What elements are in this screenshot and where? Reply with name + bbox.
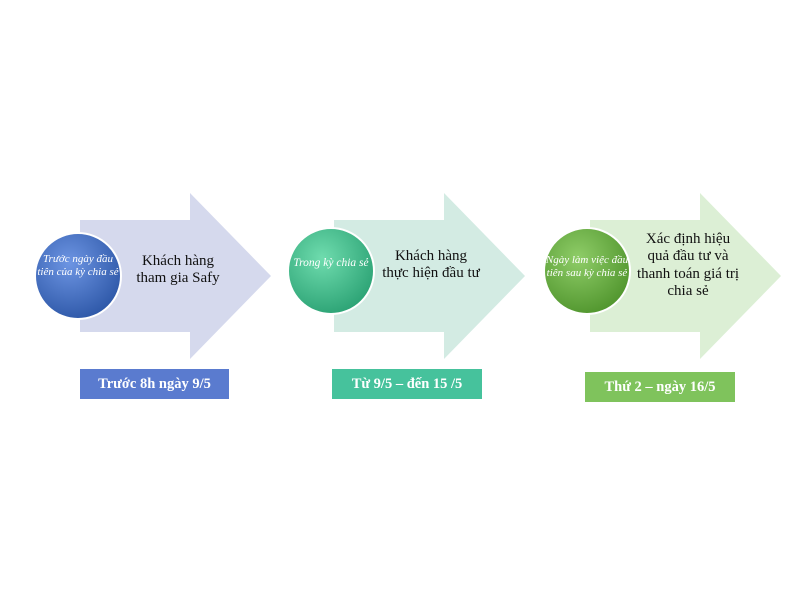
stage-2-circle-label: Trong kỳ chia sẻ [293, 257, 369, 269]
stage-3-date-box: Thứ 2 – ngày 16/5 [585, 372, 735, 402]
stage-2-arrow [334, 193, 525, 359]
stage-3-circle [543, 227, 631, 315]
stage-1-description: Khách hàng tham gia Safy [136, 253, 220, 287]
stage-1-circle [34, 232, 122, 320]
stage-3-arrow [590, 193, 781, 359]
stage-1-arrow [80, 193, 271, 359]
stage-2-circle [287, 227, 375, 315]
stage-1-circle-label: Trước ngày đầu tiên của kỳ chia sẻ [37, 253, 119, 279]
stage-1-date-box: Trước 8h ngày 9/5 [80, 369, 229, 399]
stage-2-date-box: Từ 9/5 – đến 15 /5 [332, 369, 482, 399]
stage-3-description: Xác định hiệu quả đầu tư và thanh toán g… [636, 231, 740, 299]
stage-2-description: Khách hàng thực hiện đầu tư [382, 248, 480, 282]
stage-3-circle-label: Ngày làm việc đầu tiên sau kỳ chia sẻ [545, 254, 629, 280]
